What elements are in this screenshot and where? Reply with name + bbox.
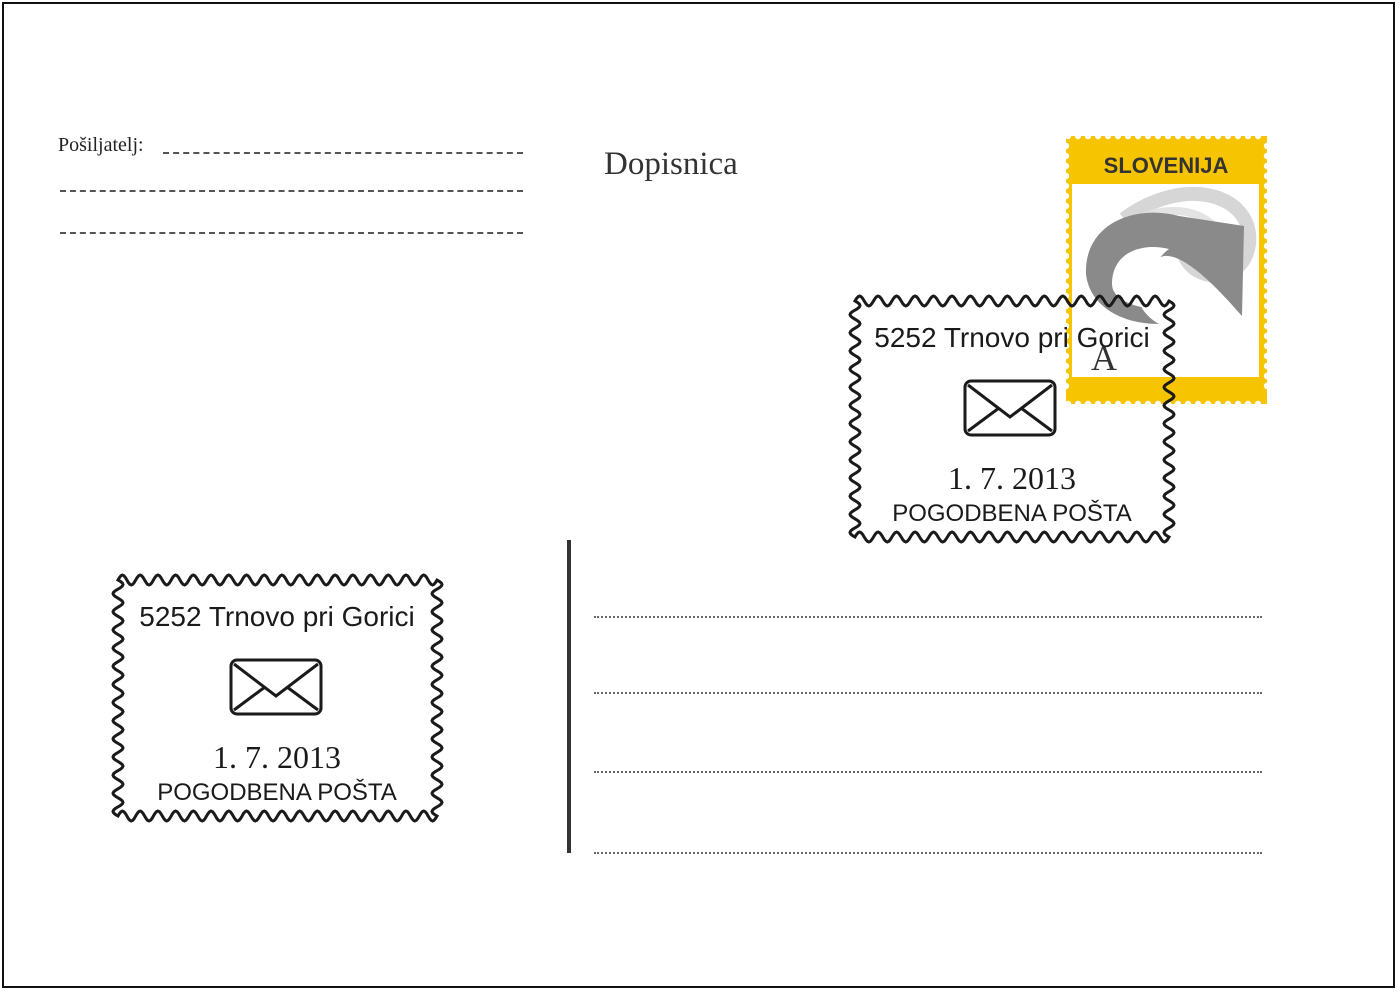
address-line-4: [594, 852, 1262, 854]
post-horn-icon: [1085, 186, 1257, 324]
postmark-office: POGODBENA POŠTA: [892, 499, 1132, 527]
postage-stamp: SLOVENIJA A: [1062, 132, 1271, 408]
postmark-border: [848, 294, 1176, 544]
sender-line-2: [60, 190, 523, 192]
address-divider: [567, 540, 571, 853]
postmark-border: [111, 573, 444, 823]
postmark-town: 5252 Trnovo pri Gorici: [139, 601, 414, 632]
stamp-country: SLOVENIJA: [1104, 153, 1229, 178]
sender-line-1: [163, 152, 523, 154]
postmark-office: POGODBENA POŠTA: [157, 778, 397, 806]
address-line-1: [594, 616, 1262, 618]
card-title: Dopisnica: [604, 146, 738, 182]
postmark-stamp-cancel: 5252 Trnovo pri Gorici 1. 7. 2013 POGODB…: [848, 294, 1176, 544]
postmark-left: 5252 Trnovo pri Gorici 1. 7. 2013 POGODB…: [111, 573, 444, 823]
address-line-3: [594, 771, 1262, 773]
address-line-2: [594, 692, 1262, 694]
postmark-town: 5252 Trnovo pri Gorici: [874, 322, 1149, 353]
envelope-icon: [229, 658, 323, 716]
postmark-date: 1. 7. 2013: [213, 739, 341, 775]
envelope-icon: [963, 379, 1057, 437]
postmark-date: 1. 7. 2013: [948, 460, 1076, 496]
stamp-rate: A: [1091, 338, 1117, 378]
sender-line-3: [60, 232, 523, 234]
sender-label: Pošiljatelj:: [58, 134, 144, 156]
